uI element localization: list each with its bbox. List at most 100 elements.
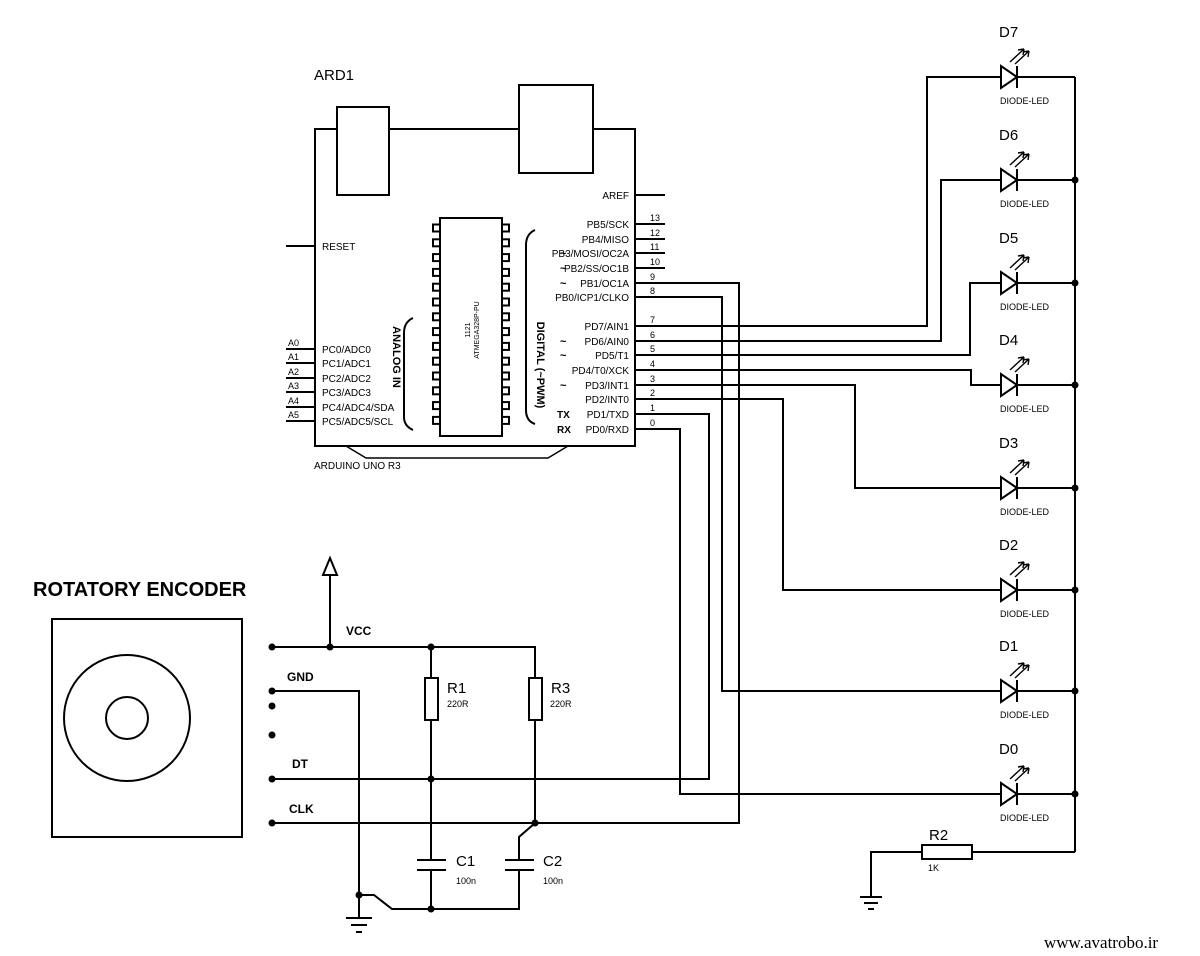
watermark: www.avatrobo.ir	[1044, 933, 1158, 952]
junction	[427, 643, 435, 651]
usb-connector	[336, 106, 390, 196]
light-arrow-icon	[1009, 254, 1025, 269]
right-pin-label: PB2/SS/OC1B	[564, 264, 629, 275]
encoder-pin-vcc: VCC	[346, 624, 372, 638]
right-pin-number: 9	[650, 272, 655, 282]
chip-body	[439, 217, 503, 437]
wire-d3	[665, 384, 1001, 489]
right-pin-number: 8	[650, 286, 655, 296]
light-arrow-icon	[1009, 356, 1025, 371]
light-arrow-icon	[1009, 662, 1025, 677]
led-ref: D6	[999, 127, 1018, 144]
right-pin-number: 1	[650, 403, 655, 413]
chip-pin	[501, 371, 510, 381]
right-pin-number: 13	[650, 213, 660, 223]
left-pin-label: PC0/ADC0	[322, 345, 371, 356]
r2-value: 1K	[928, 863, 939, 873]
right-pin-label: PD2/INT0	[585, 395, 629, 406]
vcc-arrow-icon	[321, 555, 339, 576]
chip-pin	[432, 297, 441, 307]
encoder-knob-inner	[105, 696, 149, 740]
led-diode-icon	[1000, 372, 1019, 398]
right-pin-label: PB0/ICP1/CLKO	[555, 293, 629, 304]
junction	[427, 775, 435, 783]
terminal-vcc	[268, 643, 276, 651]
right-pin-label: PD1/TXD	[587, 410, 629, 421]
chip-pin	[432, 415, 441, 425]
chip-pin	[501, 238, 510, 248]
r1-ref: R1	[447, 680, 466, 697]
led-type: DIODE-LED	[1000, 96, 1050, 106]
light-arrow-icon	[1014, 50, 1030, 65]
led-type: DIODE-LED	[1000, 609, 1050, 619]
r2-resistor: R2 1K	[860, 827, 1075, 910]
c2-ref: C2	[543, 853, 562, 870]
left-pin-number: A4	[288, 396, 299, 406]
right-pin-label: AREF	[602, 191, 629, 202]
cap-ground-wire	[359, 870, 520, 910]
encoder-title: ROTATORY ENCODER	[33, 579, 247, 601]
rotary-encoder: ROTATORY ENCODER VCC GND DT CLK R1 220R …	[33, 555, 572, 933]
right-pin-label: PB4/MISO	[582, 235, 629, 246]
encoder-pin-dt: DT	[292, 757, 309, 771]
led-diode-icon	[1000, 577, 1019, 603]
light-arrow-icon	[1009, 765, 1025, 780]
right-pin-label: PD6/AIN0	[585, 337, 630, 348]
right-pin-label: PB5/SCK	[587, 220, 630, 231]
right-pin-number: 2	[650, 388, 655, 398]
chip-pin	[432, 386, 441, 396]
chip-pin	[501, 356, 510, 366]
led-type: DIODE-LED	[1000, 199, 1050, 209]
chip-pin	[501, 297, 510, 307]
light-arrow-icon	[1009, 151, 1025, 166]
right-pin-number: 6	[650, 330, 655, 340]
chip-pin	[432, 371, 441, 381]
left-pin-label: PC4/ADC4/SDA	[322, 403, 395, 414]
led-ref: D2	[999, 537, 1018, 554]
board-edge	[345, 445, 569, 459]
encoder-pin-clk: CLK	[289, 802, 314, 816]
junction	[531, 819, 539, 827]
light-arrow-icon	[1009, 561, 1025, 576]
left-pin-number: A5	[288, 410, 299, 420]
r2-wire-left	[870, 851, 922, 897]
right-pin-label: PB1/OC1A	[580, 279, 629, 290]
chip-pin	[432, 401, 441, 411]
chip-pins	[432, 223, 510, 425]
led-ref: D3	[999, 435, 1018, 452]
serial-tag: RX	[557, 425, 571, 436]
encoder-pin-gnd: GND	[287, 670, 314, 684]
r1-body	[424, 677, 439, 721]
digital-bracket	[525, 229, 536, 425]
encoder-knob-outer	[63, 654, 191, 782]
r2-body	[921, 844, 973, 860]
led-ref: D0	[999, 741, 1018, 758]
chip-pin	[432, 253, 441, 263]
junction	[355, 891, 363, 899]
c1-ref: C1	[456, 853, 475, 870]
chip-pin	[501, 401, 510, 411]
right-pin-label: PD0/RXD	[586, 425, 629, 436]
chip-pin	[501, 282, 510, 292]
terminal-dt	[268, 775, 276, 783]
arduino-ref: ARD1	[314, 67, 354, 84]
led-diode-icon	[1000, 270, 1019, 296]
chip-pin	[432, 223, 441, 233]
left-pin-label: PC2/ADC2	[322, 374, 371, 385]
pwm-marker: ~	[560, 263, 567, 275]
wire-d7	[665, 76, 1001, 327]
chip-pin	[432, 327, 441, 337]
light-arrow-icon	[1014, 664, 1030, 679]
right-pin-number: 12	[650, 228, 660, 238]
wire-d2	[665, 398, 1001, 591]
light-arrow-icon	[1014, 358, 1030, 373]
right-pin-number: 11	[650, 242, 659, 252]
pwm-marker: ~	[560, 380, 567, 392]
r3-ref: R3	[551, 680, 570, 697]
wire-d4	[665, 369, 1001, 386]
chip-pin	[501, 341, 510, 351]
chip-pin	[501, 415, 510, 425]
c2-value: 100n	[543, 876, 563, 886]
chip-pin	[501, 327, 510, 337]
